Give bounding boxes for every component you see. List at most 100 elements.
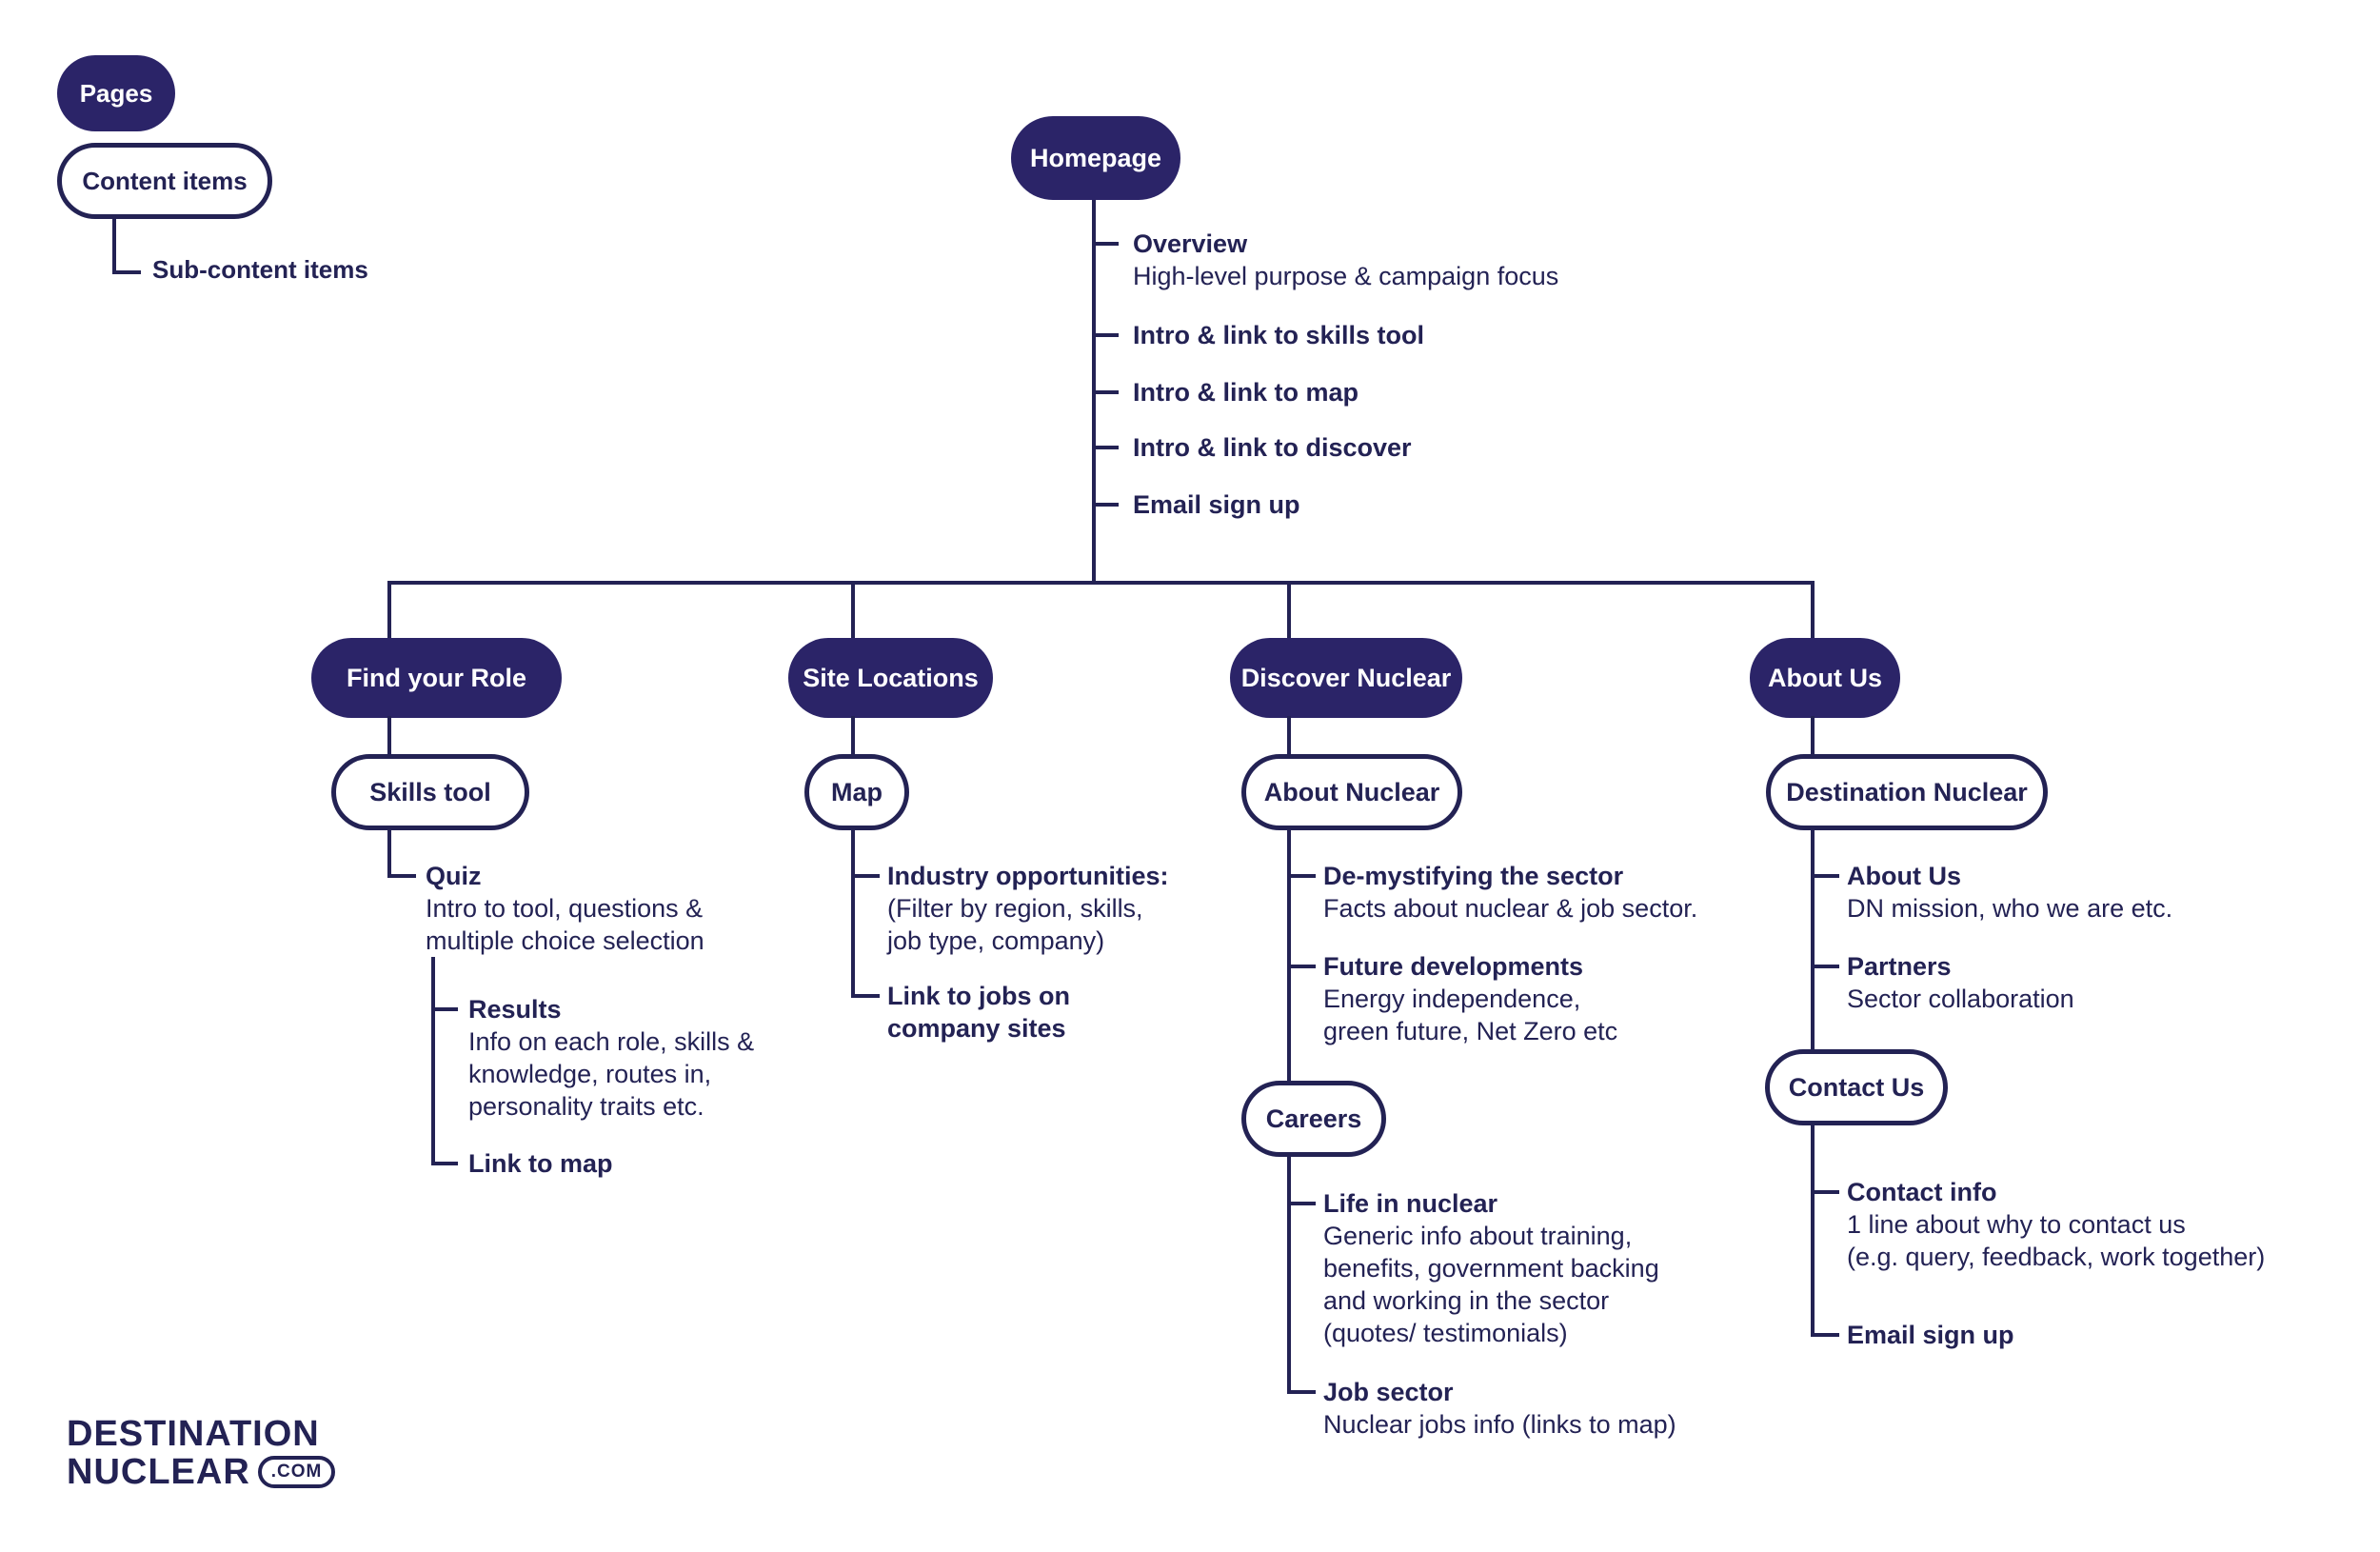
item-title: Life in nuclear xyxy=(1323,1189,1498,1218)
connector-elbow xyxy=(1811,1333,1839,1337)
pill-discover-nuclear-label: Discover Nuclear xyxy=(1240,663,1452,692)
item-demystifying-sector: De-mystifying the sector Facts about nuc… xyxy=(1323,860,1697,925)
branch-horizontal-line xyxy=(387,581,1815,585)
item-industry-opportunities: Industry opportunities: (Filter by regio… xyxy=(887,860,1168,957)
column-spine-line xyxy=(1811,716,1815,756)
item-contact-info: Contact info 1 line about why to contact… xyxy=(1847,1176,2265,1273)
connector-tick xyxy=(851,874,880,878)
pill-skills-tool: Skills tool xyxy=(331,754,529,830)
homepage-item-map: Intro & link to map xyxy=(1133,376,1359,408)
column-spine-line xyxy=(1287,830,1291,1081)
connector-tick xyxy=(1811,965,1839,968)
legend-content-items-pill: Content items xyxy=(57,143,272,219)
legend-connector-elbow xyxy=(112,270,141,274)
connector-elbow xyxy=(851,994,880,998)
item-desc: 1 line about why to contact us (e.g. que… xyxy=(1847,1210,2266,1271)
column-spine-line xyxy=(387,716,391,756)
branch-drop-line xyxy=(1287,581,1291,640)
connector-tick xyxy=(1287,1202,1316,1205)
item-desc: Nuclear jobs info (links to map) xyxy=(1323,1410,1676,1439)
logo-nuclear-text: NUCLEAR xyxy=(67,1452,250,1492)
pill-find-your-role-label: Find your Role xyxy=(347,663,526,692)
item-title: Intro & link to skills tool xyxy=(1133,321,1425,349)
item-future-developments: Future developments Energy independence,… xyxy=(1323,950,1617,1047)
homepage-item-tick xyxy=(1092,390,1119,394)
item-desc: Intro to tool, questions & multiple choi… xyxy=(426,894,704,955)
column-spine-line xyxy=(1811,1125,1815,1337)
item-title: Intro & link to discover xyxy=(1133,433,1412,462)
connector-tick xyxy=(431,1007,458,1011)
pill-destination-nuclear-label: Destination Nuclear xyxy=(1786,777,2028,806)
item-email-sign-up: Email sign up xyxy=(1847,1319,2014,1351)
logo-line2: NUCLEAR .COM xyxy=(67,1452,336,1492)
pill-map: Map xyxy=(804,754,909,830)
homepage-item-email-sign-up: Email sign up xyxy=(1133,488,1300,521)
legend-pages-label: Pages xyxy=(79,78,153,108)
item-title: Email sign up xyxy=(1133,490,1300,519)
pill-map-label: Map xyxy=(831,777,883,806)
item-title: Industry opportunities: xyxy=(887,862,1169,890)
pill-destination-nuclear: Destination Nuclear xyxy=(1766,754,2048,830)
item-results: Results Info on each role, skills & know… xyxy=(468,993,754,1123)
legend-connector-line xyxy=(112,219,116,274)
item-desc: (Filter by region, skills, job type, com… xyxy=(887,894,1143,955)
column-spine-line xyxy=(387,830,391,878)
item-job-sector: Job sector Nuclear jobs info (links to m… xyxy=(1323,1376,1676,1441)
item-desc: Info on each role, skills & knowledge, r… xyxy=(468,1027,755,1121)
legend-content-items-label: Content items xyxy=(82,166,248,195)
item-desc: Generic info about training, benefits, g… xyxy=(1323,1222,1659,1347)
pill-about-nuclear-label: About Nuclear xyxy=(1263,777,1440,806)
branch-drop-line xyxy=(851,581,855,640)
column-spine-line xyxy=(1287,716,1291,756)
legend-pages-pill: Pages xyxy=(57,55,175,131)
item-desc: Energy independence, green future, Net Z… xyxy=(1323,985,1618,1045)
pill-contact-us: Contact Us xyxy=(1765,1049,1948,1125)
item-desc: Sector collaboration xyxy=(1847,985,2074,1013)
connector-elbow xyxy=(1287,1390,1316,1394)
destination-nuclear-logo: DESTINATION NUCLEAR .COM xyxy=(67,1414,336,1492)
connector-tick xyxy=(1811,874,1839,878)
item-title: Link to jobs on company sites xyxy=(887,982,1070,1043)
connector-tick xyxy=(1287,874,1316,878)
homepage-item-discover: Intro & link to discover xyxy=(1133,431,1412,464)
item-link-to-jobs: Link to jobs on company sites xyxy=(887,980,1070,1045)
item-title: Overview xyxy=(1133,229,1248,258)
branch-drop-line xyxy=(387,581,391,640)
item-title: De-mystifying the sector xyxy=(1323,862,1624,890)
item-title: Link to map xyxy=(468,1149,613,1178)
column-spine-line xyxy=(851,830,855,998)
homepage-item-overview: Overview High-level purpose & campaign f… xyxy=(1133,228,1558,292)
item-title: Quiz xyxy=(426,862,482,890)
homepage-item-tick xyxy=(1092,333,1119,337)
branch-drop-line xyxy=(1811,581,1815,640)
pill-skills-tool-label: Skills tool xyxy=(369,777,491,806)
column-spine-line xyxy=(1811,830,1815,1049)
pill-homepage-label: Homepage xyxy=(1029,143,1162,172)
item-quiz: Quiz Intro to tool, questions & multiple… xyxy=(426,860,704,957)
item-title: Contact info xyxy=(1847,1178,1997,1206)
item-life-in-nuclear: Life in nuclear Generic info about train… xyxy=(1323,1187,1659,1349)
pill-about-nuclear: About Nuclear xyxy=(1241,754,1462,830)
homepage-item-tick xyxy=(1092,503,1119,507)
legend-sub-content-items-label: Sub-content items xyxy=(152,255,368,284)
item-desc: High-level purpose & campaign focus xyxy=(1133,262,1559,290)
item-link-to-map: Link to map xyxy=(468,1147,613,1180)
homepage-item-skills-tool: Intro & link to skills tool xyxy=(1133,319,1424,351)
column-spine-line xyxy=(1287,1157,1291,1394)
column-spine-line xyxy=(851,716,855,756)
pill-site-locations-label: Site Locations xyxy=(803,663,979,692)
logo-dot-com-badge: .COM xyxy=(257,1456,336,1488)
item-title: About Us xyxy=(1847,862,1961,890)
item-desc: DN mission, who we are etc. xyxy=(1847,894,2173,923)
pill-contact-us-label: Contact Us xyxy=(1788,1072,1925,1102)
item-title: Intro & link to map xyxy=(1133,378,1359,407)
nested-spine-line xyxy=(431,957,435,1165)
homepage-item-tick xyxy=(1092,242,1119,246)
item-title: Future developments xyxy=(1323,952,1584,981)
logo-line1: DESTINATION xyxy=(67,1414,320,1454)
item-title: Email sign up xyxy=(1847,1321,2014,1349)
homepage-item-tick xyxy=(1092,446,1119,449)
connector-elbow xyxy=(431,1162,458,1165)
connector-elbow xyxy=(387,874,416,878)
item-about-us: About Us DN mission, who we are etc. xyxy=(1847,860,2172,925)
